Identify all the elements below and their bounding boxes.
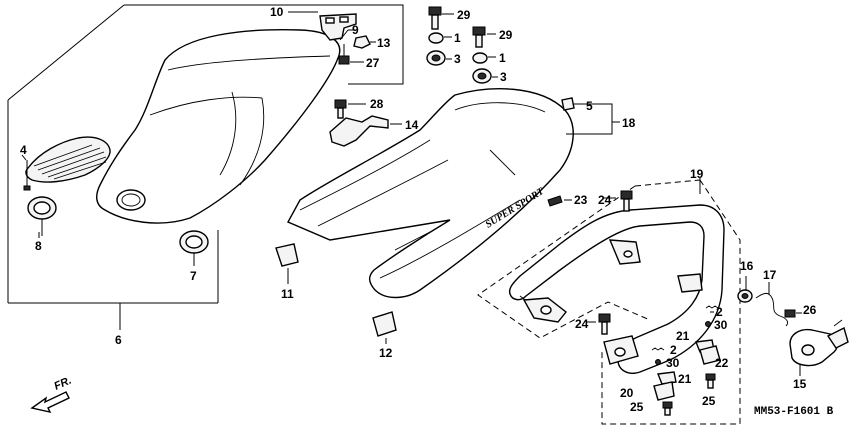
- bolt-29-right: [472, 26, 496, 48]
- screw-4: [23, 160, 31, 191]
- front-direction-arrow: [30, 391, 70, 414]
- callout-6: 6: [115, 333, 122, 347]
- collar-1-right: [472, 52, 496, 64]
- rubber-12: [372, 311, 397, 344]
- callout-22: 22: [715, 356, 729, 370]
- callout-23: 23: [574, 193, 588, 207]
- callout-10: 10: [270, 5, 284, 19]
- callout-2-lower: 2: [670, 343, 677, 357]
- callout-20: 20: [620, 386, 634, 400]
- clip-22: [699, 345, 721, 365]
- callout-3-left: 3: [454, 52, 461, 66]
- clip-20: [653, 381, 675, 401]
- seat-group-boundary: [7, 4, 404, 330]
- callout-24-lower: 24: [575, 317, 589, 331]
- callout-1-left: 1: [454, 31, 461, 45]
- callout-15: 15: [793, 377, 807, 391]
- bolt-24-upper: [604, 190, 633, 212]
- callout-26: 26: [803, 303, 817, 317]
- callout-12: 12: [379, 346, 393, 360]
- rubber-11: [275, 243, 299, 284]
- callout-7: 7: [190, 269, 197, 283]
- seat-nut-13: [353, 35, 376, 49]
- spring-2-lower: [651, 347, 665, 365]
- callout-29-left: 29: [457, 8, 471, 22]
- bolt-29-left: [428, 6, 454, 30]
- lock-cable-17: [755, 282, 789, 327]
- callout-30-upper: 30: [714, 318, 728, 332]
- callout-9: 9: [352, 23, 359, 37]
- rubber-3-left: [426, 50, 452, 66]
- front-direction-label: FR.: [52, 375, 73, 393]
- seat-lock-bracket-14: [329, 115, 402, 147]
- callout-28: 28: [370, 97, 384, 111]
- callout-16: 16: [740, 259, 754, 273]
- callout-1-right: 1: [499, 51, 506, 65]
- callout-29-right: 29: [499, 28, 513, 42]
- bolt-26: [784, 309, 802, 318]
- grab-rail-boundary: [477, 178, 741, 425]
- grab-rail: [508, 204, 725, 374]
- rubber-16: [737, 276, 753, 303]
- callout-17: 17: [763, 268, 777, 282]
- callout-30-lower: 30: [666, 356, 680, 370]
- diagram-code: MM53-F1601 B: [754, 406, 834, 418]
- seat-bracket: [288, 11, 357, 41]
- callout-18: 18: [622, 116, 636, 130]
- callout-25-left: 25: [630, 400, 644, 414]
- spring-2-upper: [705, 305, 719, 327]
- rubber-3-right: [472, 68, 498, 84]
- bolt-28: [334, 99, 366, 119]
- clip-21-lower: [657, 371, 677, 385]
- callout-3-right: 3: [500, 70, 507, 84]
- emblem-23: [547, 195, 572, 207]
- screw-25-left: [662, 401, 673, 416]
- callout-21-upper: 21: [676, 329, 690, 343]
- screw-25-right: [705, 373, 716, 389]
- callout-21-lower: 21: [678, 372, 692, 386]
- seat-lock-15: [789, 319, 849, 376]
- leader-lines: [21, 154, 40, 238]
- collar-1-left: [428, 32, 452, 44]
- bolt-24-lower: [586, 313, 611, 335]
- callout-2-upper: 2: [716, 305, 723, 319]
- seat: [96, 29, 341, 224]
- callout-14: 14: [405, 118, 419, 132]
- grommet-7: [179, 230, 209, 266]
- callout-19: 19: [690, 167, 704, 181]
- callout-4: 4: [20, 143, 27, 157]
- callout-13: 13: [377, 36, 391, 50]
- callout-5: 5: [586, 99, 593, 113]
- callout-11: 11: [281, 287, 294, 301]
- callout-8: 8: [35, 239, 42, 253]
- cowl-bracket-group-18: [561, 97, 620, 135]
- callout-27: 27: [366, 56, 380, 70]
- seat-bolt-27: [338, 44, 364, 65]
- passenger-pad: [25, 136, 111, 183]
- grommet-8: [27, 196, 57, 236]
- callout-25-right: 25: [702, 394, 716, 408]
- rear-cowl: [287, 88, 574, 299]
- callout-24-upper: 24: [598, 193, 612, 207]
